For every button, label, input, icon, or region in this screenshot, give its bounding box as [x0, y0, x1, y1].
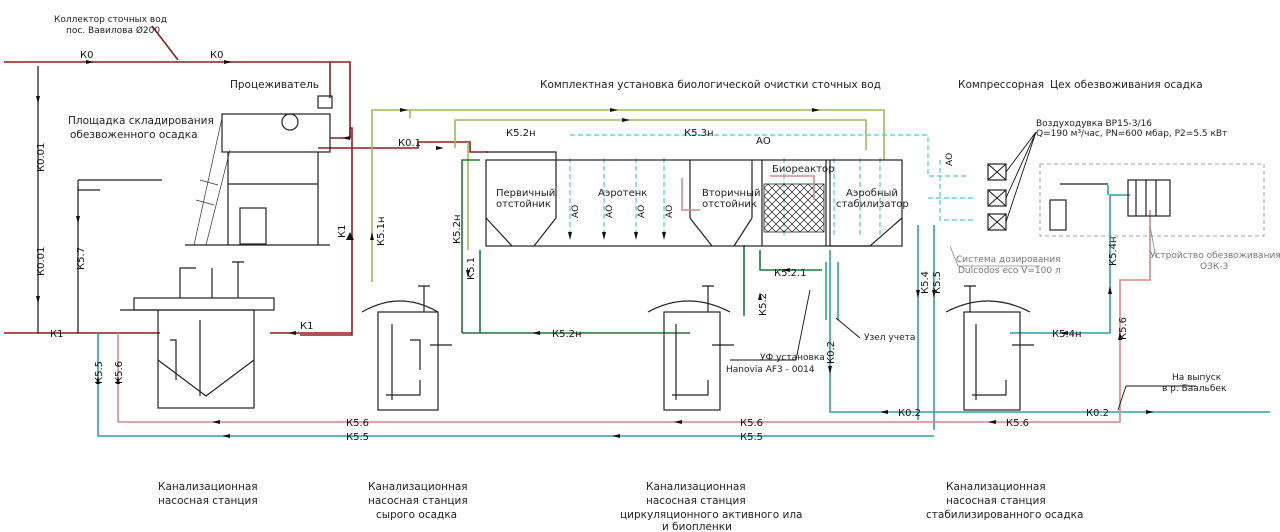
pump-station-2 [361, 285, 452, 411]
aerobic-stabilizer-label-2: стабилизатор [836, 199, 909, 210]
caption-station-2-line2: насосная станция [368, 495, 468, 507]
pump-station-1 [120, 261, 275, 409]
pipe-label-ao-main: АО [756, 136, 771, 147]
collector-label-2: пос. Вавилова Ø200 [66, 25, 160, 36]
caption-station-4-line3: стабилизированного осадка [926, 509, 1083, 521]
metering-label: Узел учета [864, 333, 915, 343]
storage-pad [77, 179, 162, 191]
caption-station-4-line1: Канализационная [946, 481, 1046, 493]
caption-station-1-line1: Канализационная [158, 481, 258, 493]
caption-station-3-line3: циркуляционного активного ила [620, 509, 803, 521]
dewatering-device-label-1: Устройство обезвоживания осадка [1150, 251, 1280, 261]
dewatering-device-label-2: ОЗК-3 [1200, 262, 1228, 272]
pipe-label-k52: К5.2 [758, 293, 769, 316]
secondary-tank-label-2: отстойник [702, 199, 757, 210]
pipe-label-ao-3: АО [637, 205, 647, 218]
pipe-label-k56-5: К5.6 [114, 361, 125, 384]
pipe-label-ao-1: АО [571, 205, 581, 218]
pipe-k001 [37, 66, 79, 333]
pipe-label-k56-2: К5.6 [1006, 418, 1029, 429]
pipe-k54 [917, 185, 1130, 430]
pipe-k01 [300, 61, 488, 336]
aerotank-label: Аэротенк [598, 188, 647, 199]
pipe-label-k001-2: К0.01 [36, 247, 47, 276]
dewatering-shop-title: Цех обезвоживания осадка [1050, 79, 1203, 91]
outlet-label-1: На выпуск [1172, 373, 1222, 383]
pipe-label-k55-1: К5.5 [932, 271, 943, 294]
pipe-label-k55-4: К5.5 [94, 361, 105, 384]
caption-station-1-line2: насосная станция [158, 495, 258, 507]
collector-label-1: Коллектор сточных вод [54, 15, 167, 25]
caption-station-3-line2: насосная станция [646, 495, 746, 507]
pipe-label-k1-3: К1 [337, 225, 348, 238]
blowers [987, 131, 1037, 231]
treatment-block [485, 151, 903, 247]
bioreactor-label: Биореактор [772, 164, 834, 175]
pipe-label-k57: К5.7 [76, 247, 87, 270]
pipe-label-ao-5: АО [945, 153, 955, 166]
pipe-label-k01: К0.1 [398, 138, 421, 149]
pipe-air [569, 134, 976, 238]
uv-label-1: УФ установка [760, 353, 825, 363]
pipe-label-k51: К5.1 [466, 257, 477, 280]
pipe-k52 [461, 159, 822, 334]
pipe-label-k53n: К5.3н [684, 128, 714, 139]
uv-label-2: Hanovia AF3 - 0014 [726, 365, 815, 375]
pipe-label-k0-2: К0 [210, 50, 223, 61]
primary-tank-label-2: отстойник [496, 199, 551, 210]
blower-label-2: Q=190 м³/час, PN=600 мбар, P2=5.5 кВт [1036, 129, 1227, 139]
dosing-label-1: Система дозирования [956, 255, 1061, 265]
pipe-label-k1-2: К1 [300, 321, 313, 332]
complex-title: Комплектная установка биологической очис… [540, 79, 881, 91]
pipe-label-k02-2: К0.2 [898, 408, 921, 419]
pipe-label-k52n-1: К5.2н [452, 214, 463, 244]
primary-tank-label-1: Первичный [496, 188, 555, 199]
storage-label-2: обезвоженного осадка [70, 129, 198, 141]
pipe-k56 [117, 210, 1151, 423]
pipe-label-k52n-3: К5.2н [552, 329, 582, 340]
outlet-label-2: в р. Баальбек [1162, 384, 1227, 394]
pipe-label-k56-4: К5.6 [346, 418, 369, 429]
screen-equipment [185, 95, 333, 246]
pump-station-4 [945, 285, 1034, 411]
pipe-label-k56-3: К5.6 [740, 418, 763, 429]
dosing-label-2: Dulcodos eco V=100 л [958, 266, 1061, 276]
pipe-label-k001-1: К0.01 [36, 143, 47, 172]
pipe-label-k02-1: К0.2 [826, 341, 837, 364]
pipe-label-k521: К5.2.1 [774, 268, 807, 279]
compressor-title: Компрессорная [958, 79, 1044, 91]
dewatering-shop [1039, 163, 1265, 237]
pipe-label-k55-2: К5.5 [740, 432, 763, 443]
pipe-label-k54n-2: К5.4н [1108, 236, 1119, 266]
caption-station-3-line1: Канализационная [646, 481, 746, 493]
pipe-k55 [97, 333, 934, 437]
secondary-tank-label-1: Вторичный [702, 188, 761, 199]
pipe-label-k56-1: К5.6 [1118, 317, 1129, 340]
storage-label-1: Площадка складирования [68, 115, 214, 127]
pipe-label-k55-3: К5.5 [346, 432, 369, 443]
blower-label-1: Воздуходувка ВР15-3/16 [1036, 119, 1152, 129]
caption-station-3-line4: и биопленки [662, 521, 732, 532]
flow-arrows [36, 60, 1154, 438]
pipe-label-ao-2: АО [605, 205, 615, 218]
pipe-label-k02-3: К0.2 [1086, 408, 1109, 419]
pipe-label-k1-1: К1 [50, 329, 63, 340]
pump-station-3 [647, 285, 734, 411]
caption-station-2-line3: сырого осадка [376, 509, 457, 521]
pipe-label-k54n-1: К5.4н [1052, 329, 1082, 340]
pipe-label-k51n: К5.1н [376, 216, 387, 246]
pipe-k02 [825, 250, 1270, 413]
caption-station-4-line2: насосная станция [946, 495, 1046, 507]
pipe-label-k54: К5.4 [920, 271, 931, 294]
pipe-label-k0-1: К0 [80, 50, 93, 61]
caption-station-2-line1: Канализационная [368, 481, 468, 493]
pipe-label-ao-4: АО [665, 205, 675, 218]
leaders [730, 225, 1196, 411]
aerobic-stabilizer-label-1: Аэробный [846, 188, 898, 199]
pipe-label-k52n-2: К5.2н [506, 128, 536, 139]
screen-label: Процеживатель [230, 79, 319, 91]
